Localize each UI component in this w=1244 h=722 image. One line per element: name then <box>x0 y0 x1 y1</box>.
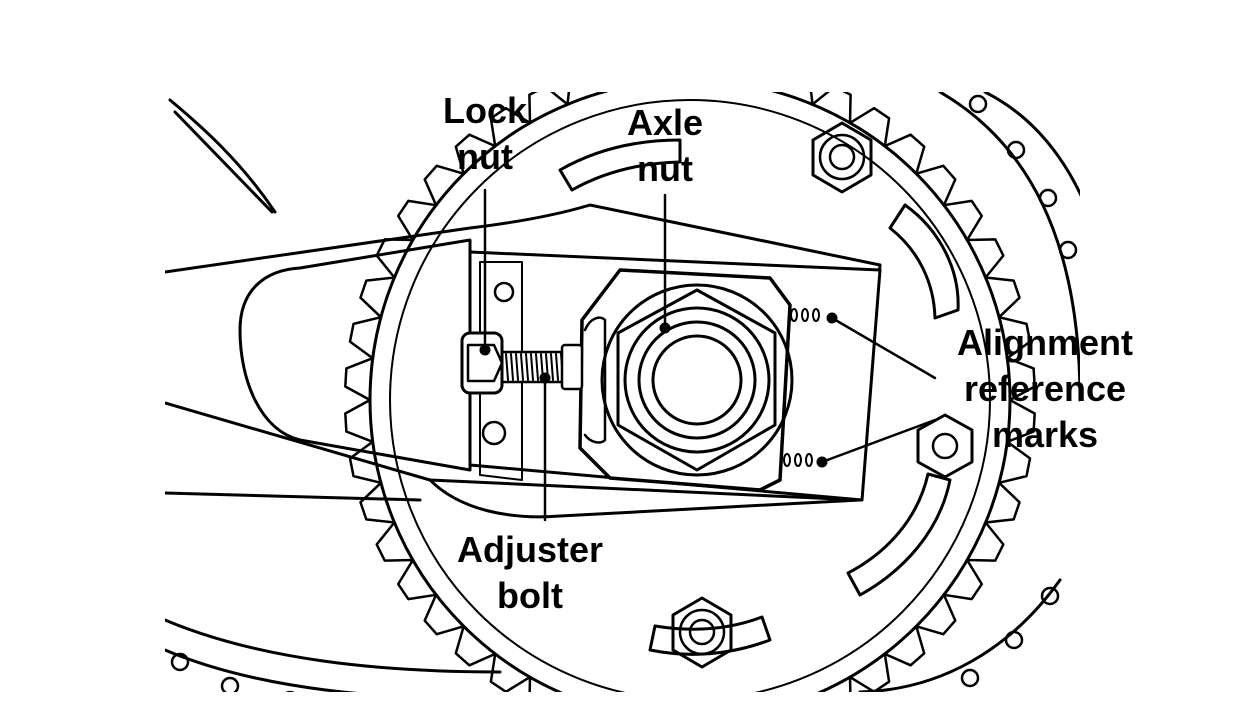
chain-link <box>285 690 295 692</box>
lock-nut-label-line1: Lock <box>442 90 528 131</box>
axle-nut-label-line1: Axle <box>626 102 704 143</box>
alignment-marks-label: Alignment reference marks <box>920 320 1170 458</box>
sprocket-teeth <box>344 92 1036 692</box>
chain-link <box>220 676 240 692</box>
rear-sprocket <box>344 92 1036 692</box>
bolt-thread <box>510 353 514 381</box>
adjuster-bolt-label-line1: Adjuster <box>456 529 604 570</box>
bolt-thread <box>530 353 534 381</box>
sprocket-bolt <box>811 121 873 194</box>
alignment-marks-label-line2: reference <box>963 368 1127 409</box>
lock-nut <box>460 331 504 395</box>
lock-nut-label-line2: nut <box>457 136 513 177</box>
chain-link <box>1040 586 1060 606</box>
chain-link <box>362 698 378 714</box>
alignment-marks-label-line3: marks <box>991 414 1099 455</box>
leader-lines <box>483 188 937 522</box>
bolt-thread <box>520 353 524 381</box>
chain-link <box>1058 240 1078 260</box>
bolt-thread <box>550 353 554 381</box>
chain-link <box>1006 140 1026 160</box>
chain-link <box>968 94 988 114</box>
alignment-marks-label-line1: Alignment <box>957 322 1133 363</box>
adjuster-bolt-label-line2: bolt <box>497 575 563 616</box>
bolt-thread <box>555 353 559 381</box>
bolt-thread <box>535 353 539 381</box>
chain-link <box>170 652 190 672</box>
chain-link <box>960 668 980 688</box>
axle-nut-label-line2: nut <box>637 148 693 189</box>
bolt-thread <box>525 353 529 381</box>
chain-link <box>1038 188 1058 208</box>
drive-chain <box>165 92 1080 714</box>
sprocket-bolt <box>671 596 733 669</box>
sprocket-slot <box>558 138 682 192</box>
bolt-thread <box>505 353 509 381</box>
adjuster-bolt-label: Adjuster bolt <box>430 527 630 619</box>
swingarm <box>165 98 882 519</box>
sprocket-slot <box>888 203 960 320</box>
axle-nut <box>578 268 794 492</box>
sprocket-bolt <box>916 413 974 479</box>
lock-nut-label: Lock nut <box>420 88 550 180</box>
bolt-thread <box>515 353 519 381</box>
chain-link <box>1004 630 1024 650</box>
sprocket-tooth-profile <box>344 92 1036 692</box>
axle-nut-label: Axle nut <box>600 100 730 192</box>
alignment-marks-bottom <box>783 453 813 467</box>
adjuster-bolt <box>498 343 584 391</box>
sprocket-slot <box>846 472 952 597</box>
